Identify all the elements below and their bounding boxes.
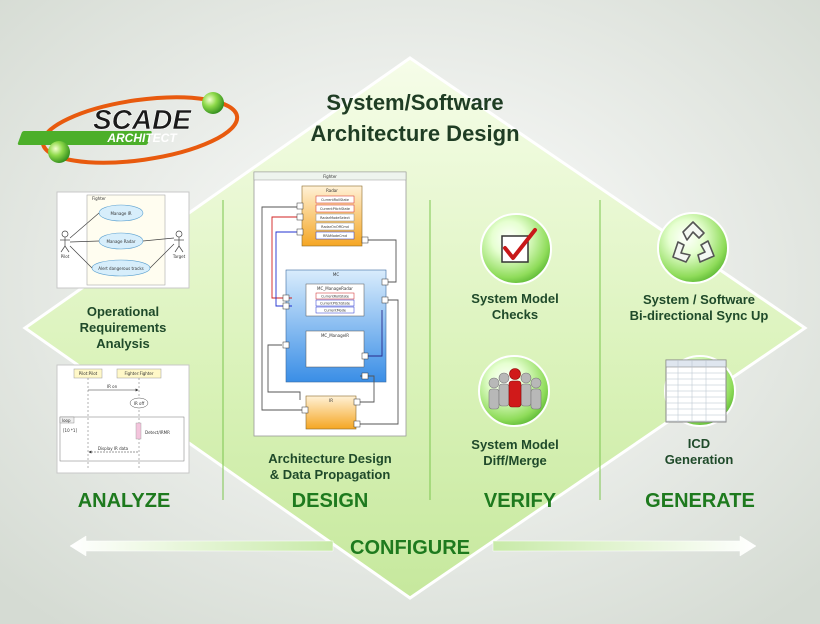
use-case-1: Manage Radar xyxy=(107,239,136,244)
use-case-diagram: Fighter Manage IR Manage Radar Alert dan… xyxy=(56,191,190,289)
caption-operational-line2: Requirements xyxy=(79,320,167,335)
block-frame-label: Fighter xyxy=(323,174,337,179)
lifeline-label-1: Fighter:Fighter xyxy=(124,371,153,376)
use-case-frame-label: Fighter xyxy=(92,196,106,201)
mc-manage-radar-label: MC_ManageRadar xyxy=(317,286,353,291)
sequence-message-1: IR off xyxy=(134,401,145,406)
mc-port-0 xyxy=(315,292,355,300)
logo-product-text: ARCHITECT xyxy=(106,131,178,145)
mc-manage-ir-label: MC_ManageIR xyxy=(321,333,349,338)
caption-operational: Operational Requirements Analysis xyxy=(48,304,198,352)
use-case-2: Alert dangerous tracks xyxy=(98,266,143,271)
block-architecture-diagram: Fighter Radar CurrentRollStateCurrentPit… xyxy=(253,171,407,437)
lifeline-label-0: Pilot:Pilot xyxy=(79,371,98,376)
mc-port-label-0: CurrentRollState xyxy=(321,295,349,299)
caption-sync: System / Software Bi-directional Sync Up xyxy=(614,292,784,324)
recycle-icon xyxy=(657,212,729,284)
caption-icd-line2: Generation xyxy=(664,452,734,467)
caption-operational-line1: Operational xyxy=(86,304,160,319)
radar-port-0 xyxy=(315,195,355,204)
mc-block-label: MC xyxy=(333,272,339,277)
radar-port-1 xyxy=(315,204,355,213)
mc-port-1 xyxy=(315,299,355,307)
radar-port-label-1: CurrentPitchState xyxy=(320,207,350,211)
diagram-title-line1: System/Software xyxy=(326,90,504,115)
sequence-message-0: IR on xyxy=(107,384,118,389)
caption-diffmerge: System Model Diff/Merge xyxy=(440,437,590,469)
radar-port-2 xyxy=(315,213,355,222)
radar-port-label-2: RadarModeSelect xyxy=(320,216,350,220)
checkmark-icon xyxy=(480,213,552,285)
caption-design-line2: & Data Propagation xyxy=(269,467,391,482)
caption-diffmerge-line1: System Model xyxy=(471,437,559,452)
configure-label: CONFIGURE xyxy=(350,537,470,559)
caption-sync-line1: System / Software xyxy=(643,292,755,307)
diagram-title-line2: Architecture Design xyxy=(310,121,520,146)
radar-port-4 xyxy=(315,231,355,240)
radar-port-label-3: RadarOnOffCmd xyxy=(321,225,349,229)
phase-design: DESIGN xyxy=(291,490,369,512)
caption-design: Architecture Design & Data Propagation xyxy=(250,451,410,483)
caption-checks-line1: System Model xyxy=(471,291,559,306)
caption-diffmerge-line2: Diff/Merge xyxy=(483,453,547,468)
radar-block-label: Radar xyxy=(326,188,338,193)
radar-port-label-0: CurrentRollState xyxy=(321,198,349,202)
caption-icd-line1: ICD xyxy=(687,436,711,451)
caption-sync-line2: Bi-directional Sync Up xyxy=(629,308,769,323)
configure-arrows xyxy=(69,535,757,557)
use-case-0: Manage IR xyxy=(110,211,131,216)
sequence-message-3: Display IR data xyxy=(98,446,129,451)
logo-brand-text: SCADE xyxy=(93,104,192,135)
mc-port-label-2: CurrentMode xyxy=(324,309,346,313)
column-separators xyxy=(222,200,601,500)
actor-label-1: Target xyxy=(172,254,186,259)
ir-block-label: IR xyxy=(329,398,333,403)
radar-port-3 xyxy=(315,222,355,231)
sequence-guard-label: [10 *1] xyxy=(63,428,77,433)
caption-design-line1: Architecture Design xyxy=(268,451,392,466)
caption-operational-line3: Analysis xyxy=(96,336,150,351)
people-merge-icon xyxy=(478,355,550,427)
mc-port-2 xyxy=(315,306,355,314)
actor-label-0: Pilot xyxy=(61,254,70,259)
caption-checks: System Model Checks xyxy=(440,291,590,323)
caption-checks-line2: Checks xyxy=(491,307,539,322)
phase-generate: GENERATE xyxy=(645,490,755,512)
spreadsheet-icon xyxy=(664,355,736,427)
mc-port-label-1: CurrentPitchState xyxy=(320,302,350,306)
phase-analyze: ANALYZE xyxy=(77,490,171,512)
caption-icd: ICD Generation xyxy=(624,436,774,468)
phase-verify: VERIFY xyxy=(483,490,557,512)
sequence-fragment-label: loop xyxy=(62,418,71,423)
sequence-diagram: Pilot:Pilot Fighter:Fighter IR on IR off… xyxy=(56,364,190,474)
scade-architect-logo: SCADE ARCHITECT xyxy=(17,92,240,165)
sequence-message-2: Detect/IRMR xyxy=(145,430,170,435)
radar-port-label-4: RRAModeCmd xyxy=(323,234,347,238)
